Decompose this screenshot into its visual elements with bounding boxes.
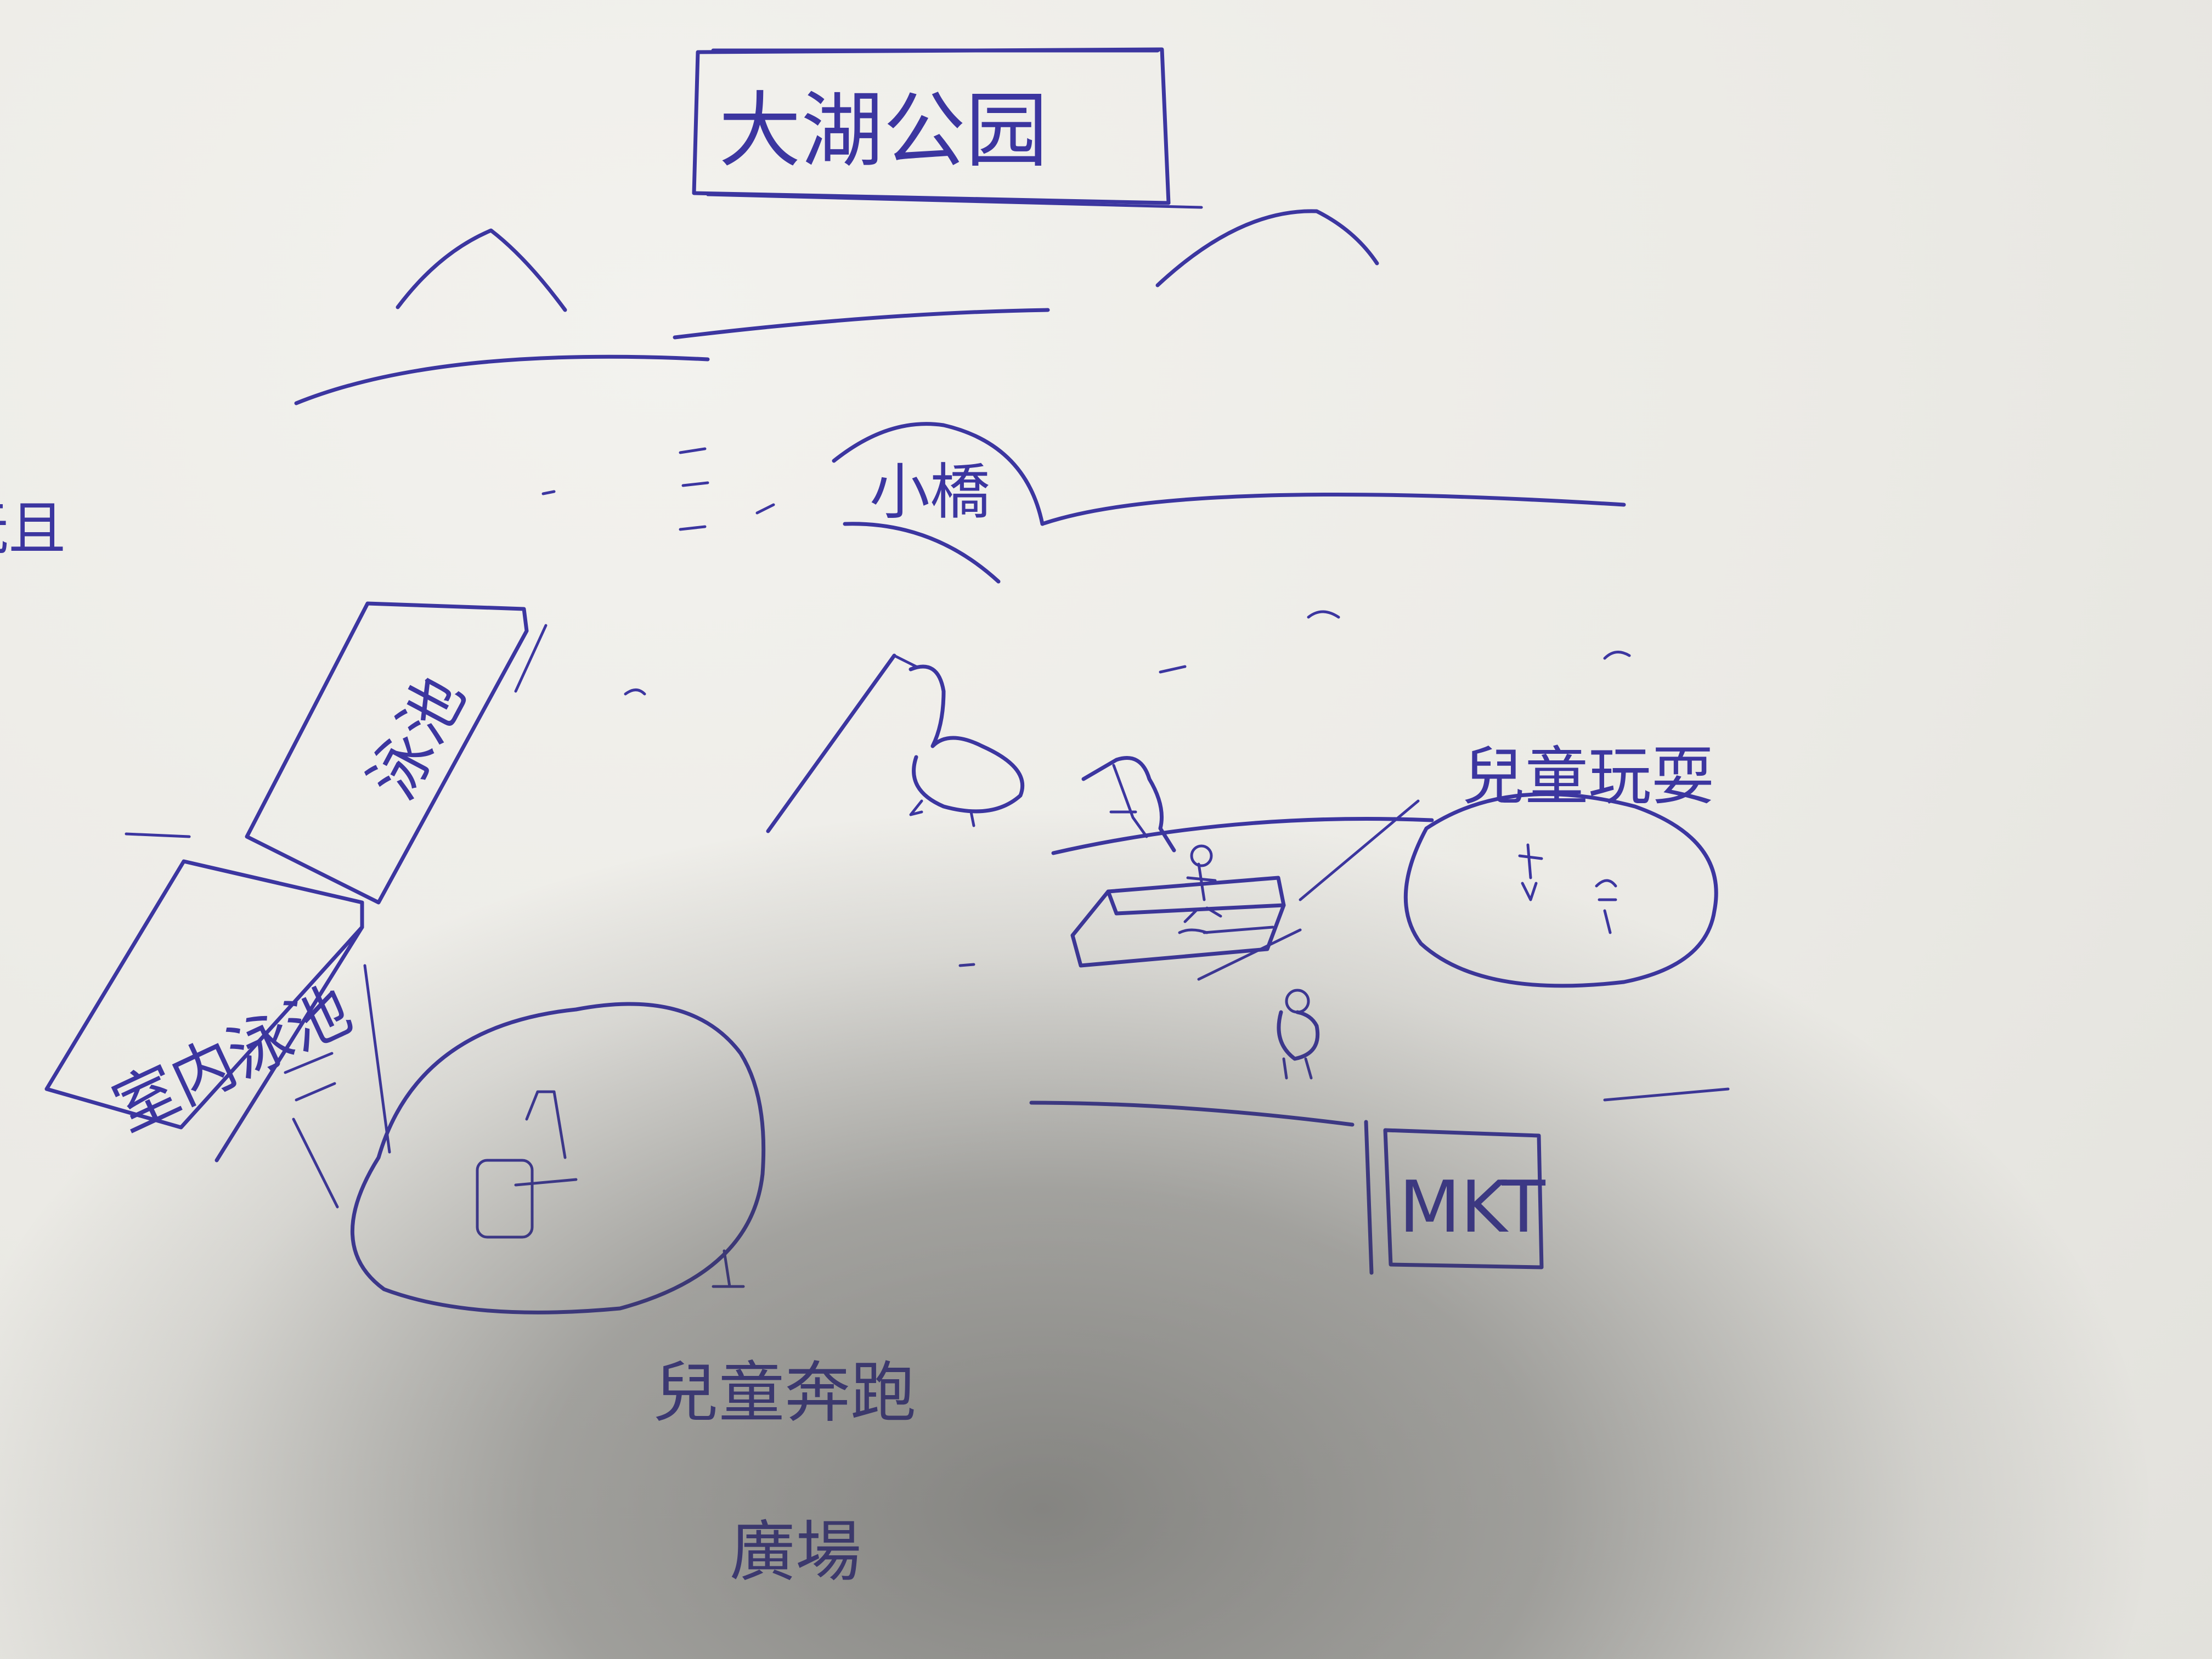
indoor-pool-label: 室内泳池: [103, 973, 363, 1146]
boat: [1051, 799, 1434, 981]
ground-lines: [1029, 1087, 1730, 1127]
playground: [1403, 792, 1718, 988]
edge-text: 玩且: [0, 495, 66, 562]
running-plaza: [351, 1002, 766, 1314]
hills: [294, 209, 1379, 405]
pool-label: 泳池: [356, 665, 479, 811]
penguin-figure: [1277, 989, 1320, 1080]
bridge-label: 小橋: [870, 457, 990, 527]
running-plaza-label-2: 廣場: [730, 1514, 861, 1590]
running-plaza-label: 兒童奔跑: [653, 1355, 916, 1431]
swan: [766, 653, 1025, 833]
water-ripples: [624, 610, 1631, 696]
mkt-label: MKT: [1399, 1165, 1545, 1249]
park-title: 大湖公园: [719, 83, 1048, 179]
playground-label: 兒童玩耍: [1462, 740, 1714, 814]
